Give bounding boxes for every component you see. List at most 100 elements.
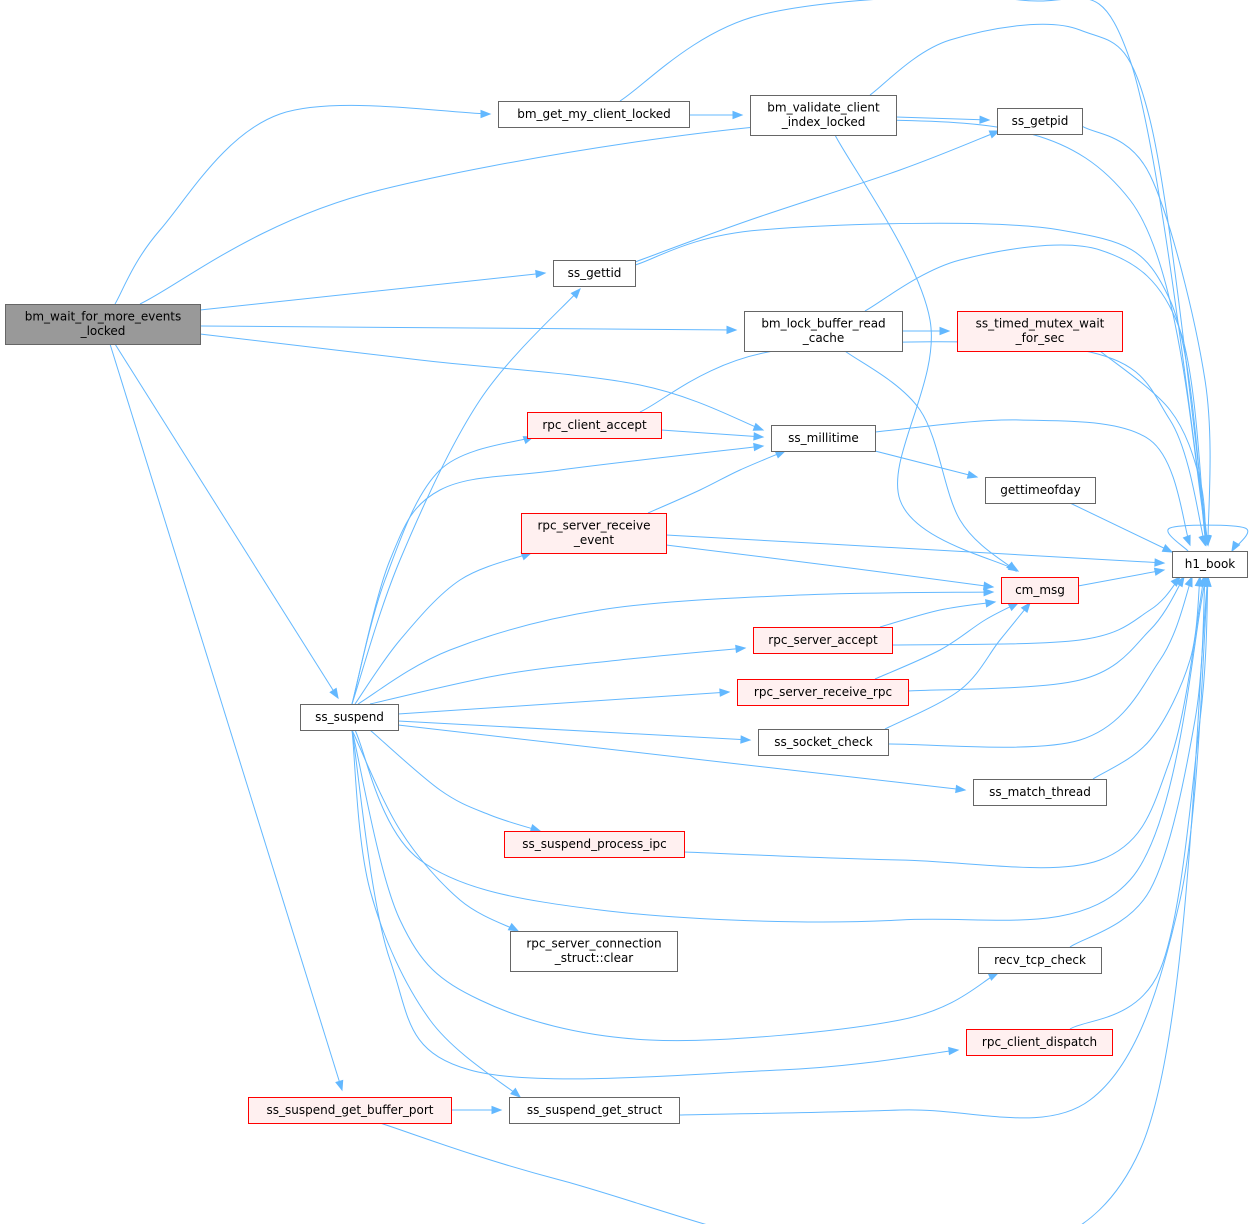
edge-line xyxy=(199,333,764,431)
edge-line xyxy=(665,534,1165,564)
edge-bm_wait-to-bm_lock xyxy=(199,325,738,335)
arrowhead xyxy=(1182,534,1191,547)
edge-line xyxy=(1069,502,1173,553)
edge-ss_gettid-to-ss_getpid xyxy=(634,130,1001,263)
edge-line xyxy=(884,602,1031,730)
node-gettimeofday[interactable]: gettimeofday xyxy=(985,477,1096,504)
edge-line xyxy=(891,576,1181,646)
node-ss-gettid[interactable]: ss_gettid xyxy=(553,260,636,287)
edge-line xyxy=(351,729,519,932)
edge-ss_suspend-to-ss_millitime xyxy=(351,442,765,705)
node-rpc-srv-recv-event[interactable]: rpc_server_receive_event xyxy=(521,513,667,554)
edge-line xyxy=(357,591,994,705)
arrowhead xyxy=(1231,540,1241,553)
edge-bm_validate-to-h1_book xyxy=(869,23,1211,547)
node-ss-suspend-ipc[interactable]: ss_suspend_process_ipc xyxy=(504,831,685,858)
node-label: ss_gettid xyxy=(568,266,622,280)
arrowhead xyxy=(939,326,951,336)
edge-line xyxy=(634,130,1000,263)
node-bm-lock[interactable]: bm_lock_buffer_read_cache xyxy=(744,311,903,352)
edge-line xyxy=(109,343,343,1091)
node-bm-validate[interactable]: bm_validate_client_index_locked xyxy=(750,95,897,136)
arrowhead xyxy=(510,1087,522,1098)
node-ss-suspend-get-buffer-port[interactable]: ss_suspend_get_buffer_port xyxy=(248,1097,452,1124)
arrowhead xyxy=(1007,602,1020,612)
arrowhead xyxy=(1006,561,1018,572)
node-ss-getpid[interactable]: ss_getpid xyxy=(997,108,1083,135)
node-bm-get-my-client[interactable]: bm_get_my_client_locked xyxy=(498,101,690,128)
arrowhead xyxy=(335,1079,344,1092)
node-label: gettimeofday xyxy=(1000,483,1080,497)
edge-ss_suspend_ipc-to-h1_book xyxy=(683,575,1207,869)
node-ss-match-thread[interactable]: ss_match_thread xyxy=(973,779,1107,806)
node-label: recv_tcp_check xyxy=(994,953,1086,967)
node-ss-timed[interactable]: ss_timed_mutex_wait_for_sec xyxy=(957,311,1123,352)
edge-rpc_server_accept-to-cm_msg xyxy=(879,599,997,628)
node-bm-wait[interactable]: bm_wait_for_more_events_locked xyxy=(5,304,201,345)
edge-line xyxy=(351,729,999,1042)
edge-line xyxy=(114,343,339,699)
edge-recv_tcp_check-to-h1_book xyxy=(1069,575,1209,948)
node-box xyxy=(504,831,685,858)
edge-line xyxy=(351,729,959,1080)
nodes-layer: bm_wait_for_more_events_locked bm_get_my_… xyxy=(5,95,1248,1124)
node-ss-millitime[interactable]: ss_millitime xyxy=(771,425,876,452)
node-rpc-conn-clear[interactable]: rpc_server_connection_struct::clear xyxy=(510,931,678,972)
edge-rpc_client_accept-to-h1_book xyxy=(639,341,1207,547)
edge-ss_suspend-to-rpc_srv_recv_event xyxy=(354,552,533,705)
arrowhead xyxy=(985,599,997,608)
edge-line xyxy=(869,23,1209,546)
edge-line xyxy=(887,576,1193,748)
node-label: _locked xyxy=(80,324,126,338)
edge-line xyxy=(678,576,1209,1119)
node-cm-msg[interactable]: cm_msg xyxy=(1001,577,1079,604)
edge-h1_book-to-h1_book xyxy=(1167,524,1249,553)
node-recv-tcp-check[interactable]: recv_tcp_check xyxy=(978,947,1102,974)
arrowhead xyxy=(753,432,765,441)
node-h1-book[interactable]: h1_book xyxy=(1172,551,1248,578)
edge-line xyxy=(1081,125,1211,546)
edge-line xyxy=(1069,576,1209,1030)
node-ss-socket-check[interactable]: ss_socket_check xyxy=(758,729,889,756)
edge-line xyxy=(199,325,737,331)
arrowhead xyxy=(983,587,995,597)
arrowhead xyxy=(1154,558,1166,567)
node-label: h1_book xyxy=(1185,557,1236,571)
node-ss-suspend[interactable]: ss_suspend xyxy=(300,704,399,731)
node-rpc-srv-recv-rpc[interactable]: rpc_server_receive_rpc xyxy=(737,679,909,706)
edge-ss_suspend-to-ss_match_thread xyxy=(397,724,967,794)
node-box xyxy=(5,304,201,345)
node-rpc-server-accept[interactable]: rpc_server_accept xyxy=(753,627,893,654)
edge-ss_suspend-to-rpc_client_accept xyxy=(351,436,535,705)
node-box xyxy=(248,1097,452,1124)
edge-line xyxy=(874,450,978,478)
arrowhead xyxy=(1199,575,1208,588)
node-label: _struct::clear xyxy=(554,951,634,965)
node-box xyxy=(966,1029,1113,1056)
node-label: _cache xyxy=(802,331,845,345)
arrowhead xyxy=(955,784,967,794)
edge-bm_get_my_client-to-h1_book xyxy=(619,0,1211,547)
edge-line xyxy=(351,445,764,705)
node-box xyxy=(498,101,690,128)
edge-line xyxy=(1077,569,1165,587)
arrowhead xyxy=(570,287,581,299)
edge-rpc_srv_recv_rpc-to-h1_book xyxy=(907,575,1185,692)
node-box xyxy=(744,311,903,352)
edge-rpc_srv_recv_event-to-cm_msg xyxy=(665,544,995,590)
edge-ss_suspend-to-ss_suspend_ipc xyxy=(369,729,542,833)
edge-ss_millitime-to-h1_book xyxy=(874,419,1191,547)
node-ss-suspend-get-struct[interactable]: ss_suspend_get_struct xyxy=(509,1097,680,1124)
node-box xyxy=(553,260,636,287)
edge-line xyxy=(369,729,541,832)
node-box xyxy=(510,931,678,972)
node-rpc-client-accept[interactable]: rpc_client_accept xyxy=(527,412,662,439)
node-box xyxy=(1001,577,1079,604)
arrowhead xyxy=(774,450,787,459)
edge-line xyxy=(844,350,1017,572)
node-label: rpc_server_receive_rpc xyxy=(754,685,892,699)
node-label: ss_suspend xyxy=(315,710,384,724)
node-box xyxy=(509,1097,680,1124)
node-label: bm_get_my_client_locked xyxy=(517,107,671,121)
node-rpc-client-dispatch[interactable]: rpc_client_dispatch xyxy=(966,1029,1113,1056)
